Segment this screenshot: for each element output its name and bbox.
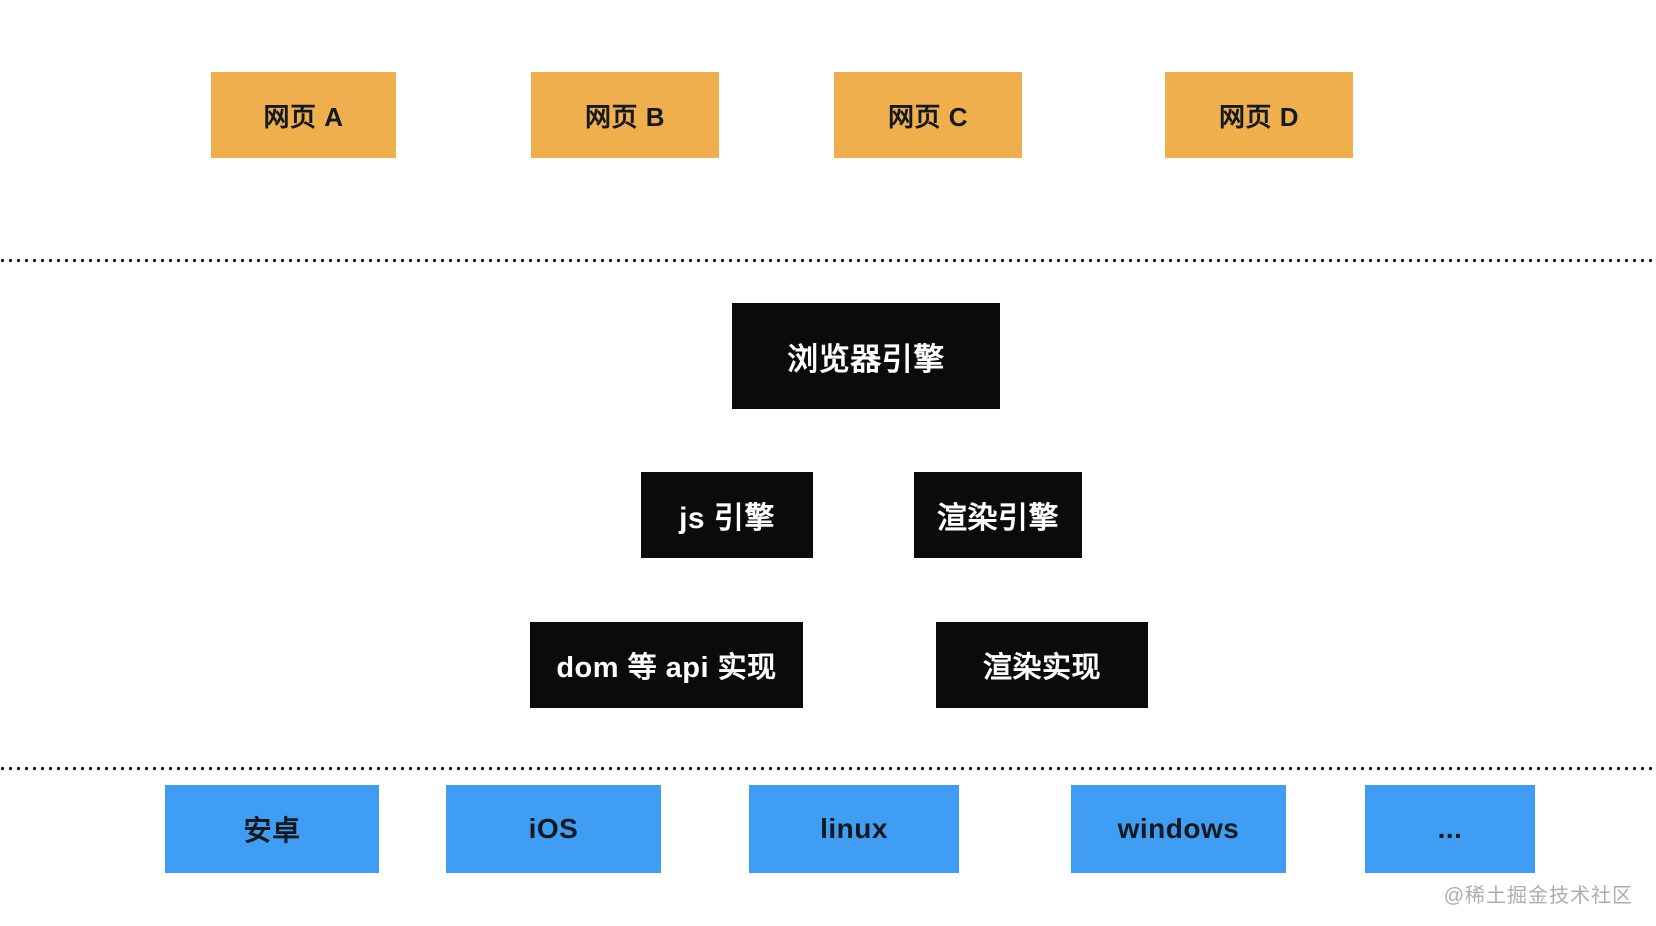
platform-linux-box: linux: [749, 785, 959, 873]
platform-android-box: 安卓: [165, 785, 379, 873]
platform-more-box: ...: [1365, 785, 1535, 873]
render-implementation-box: 渲染实现: [936, 622, 1148, 708]
webpage-c-box: 网页 C: [834, 72, 1022, 158]
juejin-watermark: @稀土掘金技术社区: [1443, 885, 1633, 907]
separator-dotted-line-bottom: [0, 766, 1656, 771]
webpage-a-box: 网页 A: [211, 72, 396, 158]
browser-engine-box: 浏览器引擎: [732, 303, 1000, 409]
platform-ios-box: iOS: [446, 785, 661, 873]
separator-dotted-line-top: [0, 258, 1656, 263]
js-engine-box: js 引擎: [641, 472, 813, 558]
platform-windows-box: windows: [1071, 785, 1286, 873]
webpage-b-box: 网页 B: [531, 72, 719, 158]
render-engine-box: 渲染引擎: [914, 472, 1082, 558]
dom-api-implementation-box: dom 等 api 实现: [530, 622, 803, 708]
webpage-d-box: 网页 D: [1165, 72, 1353, 158]
